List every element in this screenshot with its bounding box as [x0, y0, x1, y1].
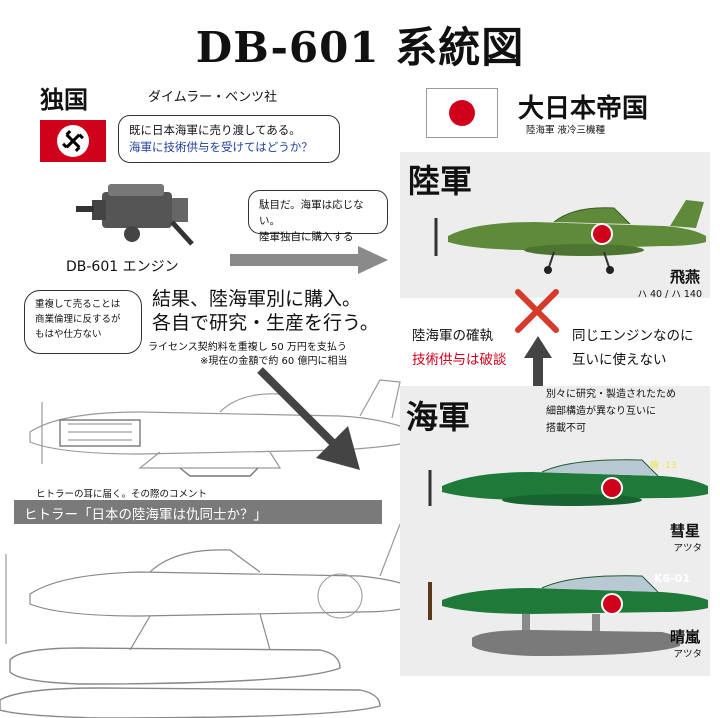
bubble-army-line2: 陸軍独自に購入する: [259, 231, 354, 243]
hinomaru-icon: [449, 100, 475, 126]
seiran-floatplane-icon: [428, 575, 708, 656]
floatplane-line-drawing: [0, 524, 420, 718]
conflict-detail-line3: 搭載不可: [546, 423, 586, 434]
conflict-detail-line1: 別々に研究・製造されたため: [546, 389, 676, 400]
bubble-main-line2: 海軍に技術供与を受けてはどうか？: [129, 140, 313, 154]
navy-label: 海軍: [406, 398, 471, 436]
hitler-quote-banner: ヒトラー「日本の陸海軍は仇同士か？」: [14, 500, 382, 524]
conflict-left-line1: 陸海軍の確執: [412, 328, 493, 344]
japan-label: 大日本帝国: [518, 94, 649, 124]
japan-sub: 陸海軍 液冷三機種: [526, 125, 606, 136]
swastika-icon: [62, 130, 84, 152]
bubble-ethics-line3: もはや仕方ない: [35, 329, 102, 340]
arrow-to-army: [230, 246, 388, 274]
hien-fighter-icon: [434, 200, 706, 274]
conflict-right-line2: 互いに使えない: [572, 352, 667, 368]
army-panel: 陸軍 飛燕 ハ 40 / ハ 140: [400, 152, 710, 300]
army-plane-name: 飛燕: [669, 268, 700, 286]
result-line2: 各自で研究・生産を行う。: [152, 312, 379, 334]
japan-flag: [426, 88, 498, 138]
page-title: DB-601 系統図: [195, 23, 525, 72]
cross-icon: [515, 289, 559, 333]
bubble-main-line1: 既に日本海軍に売り渡してある。: [129, 123, 301, 137]
bubble-army-line1: 駄目だ。海軍は応じない。: [259, 199, 364, 227]
conflict-detail: 別々に研究・製造されたため 細部構造が異なり互いに 搭載不可: [546, 386, 676, 437]
bubble-ethics-line2: 商業倫理に反するが: [35, 314, 121, 325]
speech-bubble-main: 既に日本海軍に売り渡してある。 海軍に技術供与を受けてはどうか？: [118, 115, 340, 163]
german-flag: [40, 120, 106, 162]
army-plane-engine: ハ 40 / ハ 140: [637, 289, 702, 300]
navy-panel: 海軍 別々に研究・製造されたため 細部構造が異なり互いに 搭載不可 嬉 -13 …: [400, 386, 710, 676]
germany-label: 独国: [40, 85, 88, 114]
navy-plane2-name: 晴嵐: [669, 628, 700, 646]
speech-bubble-ethics: 重複して売ることは 商業倫理に反するが もはや仕方ない: [24, 290, 142, 354]
engine-label: DB-601 エンジン: [66, 259, 179, 275]
speech-bubble-army: 駄目だ。海軍は応じない。 陸軍独自に購入する: [248, 190, 388, 243]
conflict-left-line2: 技術供与は破談: [412, 352, 507, 368]
army-label: 陸軍: [408, 162, 473, 200]
engine-icon: [76, 184, 194, 246]
arrow-up-icon: [524, 336, 552, 406]
result-note2: ※現在の金額で約 60 億円に相当: [200, 356, 348, 367]
suisei-code: 嬉 -13: [650, 461, 677, 471]
conflict-detail-line2: 細部構造が異なり互いに: [546, 406, 656, 417]
suisei-bomber-icon: [428, 459, 708, 506]
seiran-code: K6-01: [654, 572, 691, 585]
navy-plane1-name: 彗星: [669, 522, 700, 540]
hitler-caption: ヒトラーの耳に届く。その際のコメント: [36, 489, 208, 500]
result-line1: 結果、陸海軍別に購入。: [152, 288, 362, 310]
result-note1: ライセンス契約料を重複し 50 万円を支払う: [148, 342, 347, 353]
conflict-right-line1: 同じエンジンなのに: [572, 328, 694, 344]
navy-plane1-engine: アツタ: [673, 543, 702, 554]
bubble-ethics-line1: 重複して売ることは: [35, 299, 121, 310]
navy-plane2-engine: アツタ: [673, 649, 702, 660]
company-label: ダイムラー・ベンツ社: [148, 90, 278, 105]
arrow-to-navy: [257, 367, 360, 470]
